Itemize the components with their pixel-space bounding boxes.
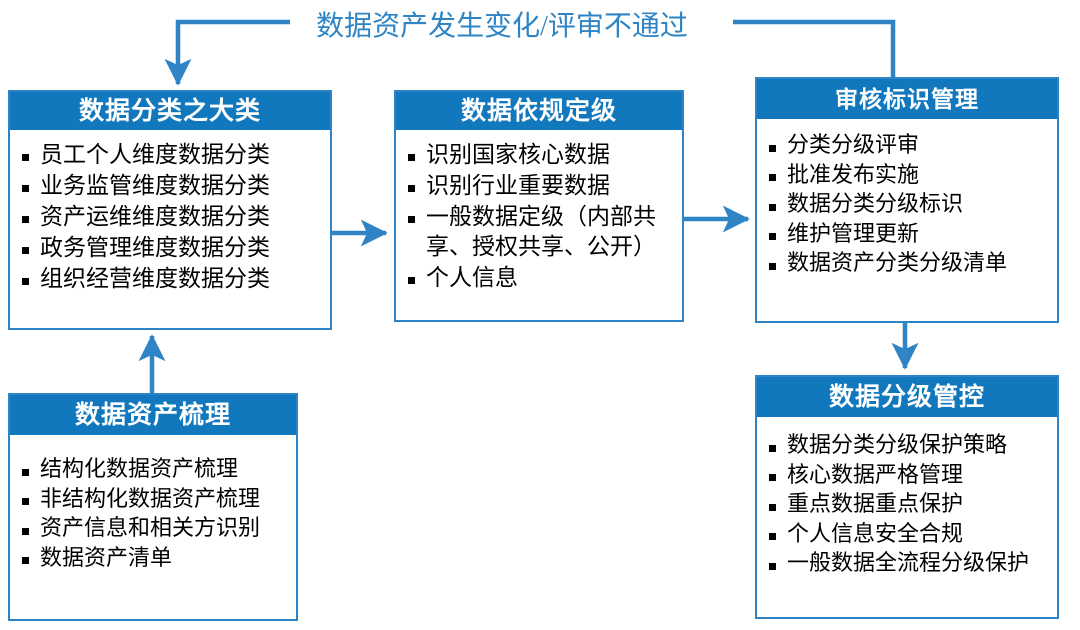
list-item: 员工个人维度数据分类	[18, 140, 324, 170]
node-data-grading[interactable]: 数据依规定级 识别国家核心数据 识别行业重要数据 一般数据定级（内部共享、授权共…	[394, 90, 684, 322]
bullet-list-data-grading-control: 数据分类分级保护策略 核心数据严格管理 重点数据重点保护 个人信息安全合规 一般…	[765, 431, 1051, 578]
node-data-asset-inventory[interactable]: 数据资产梳理 结构化数据资产梳理 非结构化数据资产梳理 资产信息和相关方识别 数…	[8, 393, 298, 621]
node-body-audit-labeling-management: 分类分级评审 批准发布实施 数据分类分级标识 维护管理更新 数据资产分类分级清单	[757, 119, 1057, 321]
list-item: 数据资产分类分级清单	[765, 249, 1051, 278]
node-title-data-grading-control: 数据分级管控	[757, 377, 1057, 417]
list-item: 资产信息和相关方识别	[18, 514, 290, 543]
node-audit-labeling-management[interactable]: 审核标识管理 分类分级评审 批准发布实施 数据分类分级标识 维护管理更新 数据资…	[755, 77, 1059, 323]
list-item: 识别行业重要数据	[404, 171, 676, 201]
bullet-list-data-classification: 员工个人维度数据分类 业务监管维度数据分类 资产运维维度数据分类 政务管理维度数…	[18, 140, 324, 293]
list-item: 个人信息	[404, 263, 676, 293]
list-item: 组织经营维度数据分类	[18, 264, 324, 294]
list-item: 个人信息安全合规	[765, 520, 1051, 549]
node-body-data-classification: 员工个人维度数据分类 业务监管维度数据分类 资产运维维度数据分类 政务管理维度数…	[10, 130, 330, 328]
list-item: 重点数据重点保护	[765, 490, 1051, 519]
list-item: 政务管理维度数据分类	[18, 233, 324, 263]
node-title-data-grading: 数据依规定级	[396, 92, 682, 130]
node-data-classification[interactable]: 数据分类之大类 员工个人维度数据分类 业务监管维度数据分类 资产运维维度数据分类…	[8, 90, 332, 330]
list-item: 分类分级评审	[765, 131, 1051, 160]
list-item: 核心数据严格管理	[765, 461, 1051, 490]
list-item: 非结构化数据资产梳理	[18, 485, 290, 514]
node-body-data-asset-inventory: 结构化数据资产梳理 非结构化数据资产梳理 资产信息和相关方识别 数据资产清单	[10, 435, 296, 619]
node-title-audit-labeling-management: 审核标识管理	[757, 79, 1057, 119]
list-item: 资产运维维度数据分类	[18, 202, 324, 232]
list-item: 数据分类分级保护策略	[765, 431, 1051, 460]
node-body-data-grading: 识别国家核心数据 识别行业重要数据 一般数据定级（内部共享、授权共享、公开） 个…	[396, 130, 682, 320]
bullet-list-data-asset-inventory: 结构化数据资产梳理 非结构化数据资产梳理 资产信息和相关方识别 数据资产清单	[18, 455, 290, 572]
list-item: 数据分类分级标识	[765, 190, 1051, 219]
list-item: 批准发布实施	[765, 161, 1051, 190]
node-title-data-asset-inventory: 数据资产梳理	[10, 395, 296, 435]
node-body-data-grading-control: 数据分类分级保护策略 核心数据严格管理 重点数据重点保护 个人信息安全合规 一般…	[757, 417, 1057, 617]
list-item: 结构化数据资产梳理	[18, 455, 290, 484]
list-item: 维护管理更新	[765, 220, 1051, 249]
list-item: 一般数据全流程分级保护	[765, 549, 1051, 578]
feedback-loop-label: 数据资产发生变化/评审不通过	[316, 11, 688, 42]
node-title-data-classification: 数据分类之大类	[10, 92, 330, 130]
list-item: 识别国家核心数据	[404, 140, 676, 170]
list-item: 一般数据定级（内部共享、授权共享、公开）	[404, 202, 676, 262]
bullet-list-audit-labeling-management: 分类分级评审 批准发布实施 数据分类分级标识 维护管理更新 数据资产分类分级清单	[765, 131, 1051, 278]
list-item: 业务监管维度数据分类	[18, 171, 324, 201]
node-data-grading-control[interactable]: 数据分级管控 数据分类分级保护策略 核心数据严格管理 重点数据重点保护 个人信息…	[755, 375, 1059, 619]
bullet-list-data-grading: 识别国家核心数据 识别行业重要数据 一般数据定级（内部共享、授权共享、公开） 个…	[404, 140, 676, 292]
list-item: 数据资产清单	[18, 544, 290, 573]
